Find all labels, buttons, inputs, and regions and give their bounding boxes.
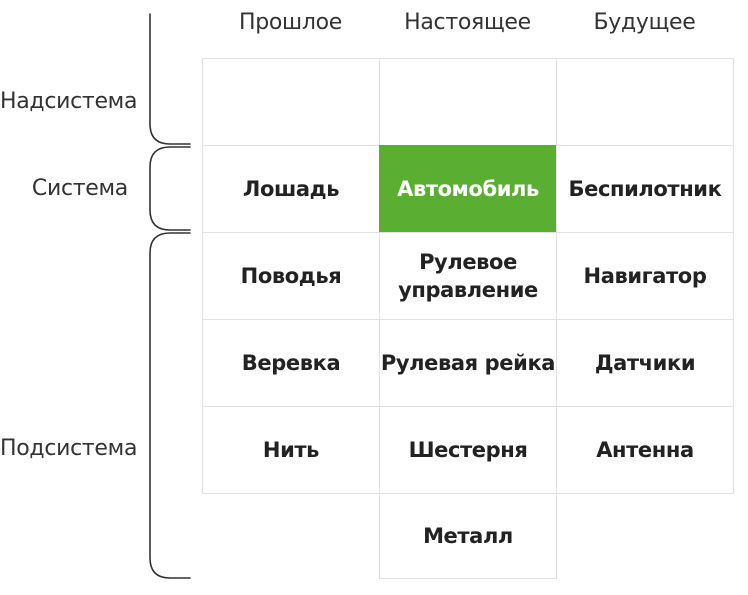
cell-system-future: Беспилотник (556, 145, 734, 233)
bracket-subsystem (149, 232, 191, 579)
bracket-system (149, 146, 191, 231)
cell-supersystem-present (379, 58, 557, 146)
cell-sub1-future: Навигатор (556, 232, 734, 320)
row-label-subsystem: Подсистема (0, 436, 138, 461)
cell-sub4-present: Металл (379, 493, 557, 579)
cell-system-present-highlight: Автомобиль (379, 145, 557, 233)
column-header-future: Будущее (593, 10, 696, 35)
cell-sub2-future: Датчики (556, 319, 734, 407)
row-label-system: Система (31, 176, 128, 201)
column-header-present: Настоящее (404, 10, 531, 35)
cell-sub2-past: Веревка (202, 319, 380, 407)
row-label-supersystem: Надсистема (0, 89, 138, 114)
cell-sub3-past: Нить (202, 406, 380, 494)
cell-sub1-present: Рулевое управление (379, 232, 557, 320)
cell-sub3-future: Антенна (556, 406, 734, 494)
column-header-past: Прошлое (238, 10, 343, 35)
cell-supersystem-future (556, 58, 734, 146)
bracket-supersystem (149, 13, 191, 145)
cell-sub3-present: Шестерня (379, 406, 557, 494)
cell-sub2-present: Рулевая рейка (379, 319, 557, 407)
cell-system-past: Лошадь (202, 145, 380, 233)
cell-supersystem-past (202, 58, 380, 146)
cell-sub1-past: Поводья (202, 232, 380, 320)
